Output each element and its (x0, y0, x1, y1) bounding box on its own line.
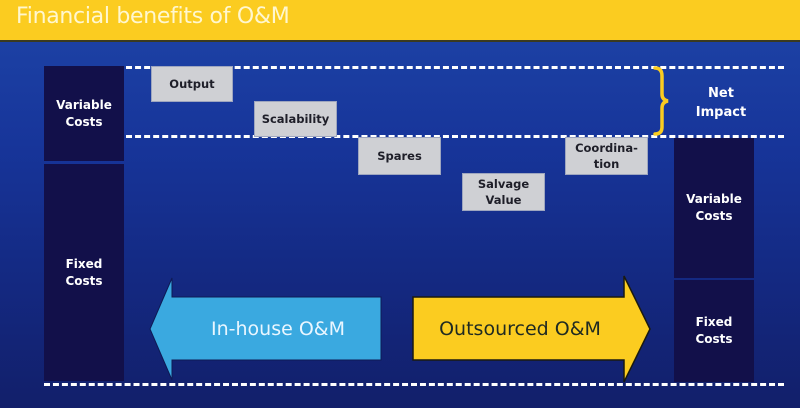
factor-salvage-value: Salvage Value (462, 173, 545, 211)
inhouse-variable-costs: Variable Costs (44, 66, 124, 161)
title-bar: Financial benefits of O&M (0, 0, 800, 42)
net-impact-brace-icon (653, 66, 669, 136)
inhouse-fixed-costs-label: Fixed Costs (65, 256, 103, 288)
factor-scalability-label: Scalability (261, 112, 330, 126)
net-impact-label: Net Impact (695, 86, 747, 120)
dashed-line-top (126, 66, 784, 69)
outsourced-arrow-label: Outsourced O&M (439, 317, 601, 340)
factor-output: Output (151, 66, 233, 102)
outsourced-fixed-costs: Fixed Costs (674, 280, 754, 382)
inhouse-fixed-costs: Fixed Costs (44, 164, 124, 381)
inhouse-variable-costs-label: Variable Costs (56, 97, 112, 129)
factor-scalability: Scalability (254, 101, 337, 137)
outsourced-variable-costs-label: Variable Costs (686, 192, 742, 223)
inhouse-arrow-shape (149, 277, 382, 381)
outsourced-fixed-costs-label: Fixed Costs (695, 315, 733, 346)
dashed-line-bottom (44, 383, 784, 386)
factor-coordination: Coordina- tion (565, 137, 648, 175)
outsourced-arrow-shape (412, 275, 651, 383)
factor-output-label: Output (169, 77, 215, 91)
page-title: Financial benefits of O&M (16, 4, 290, 29)
factor-coordination-label: Coordina- tion (575, 141, 638, 171)
factor-spares-label: Spares (377, 149, 422, 163)
outsourced-variable-costs: Variable Costs (674, 138, 754, 278)
inhouse-arrow-label: In-house O&M (210, 317, 345, 340)
factor-salvage-value-label: Salvage Value (477, 177, 530, 207)
dashed-line-middle (126, 135, 784, 138)
factor-spares: Spares (358, 137, 441, 175)
